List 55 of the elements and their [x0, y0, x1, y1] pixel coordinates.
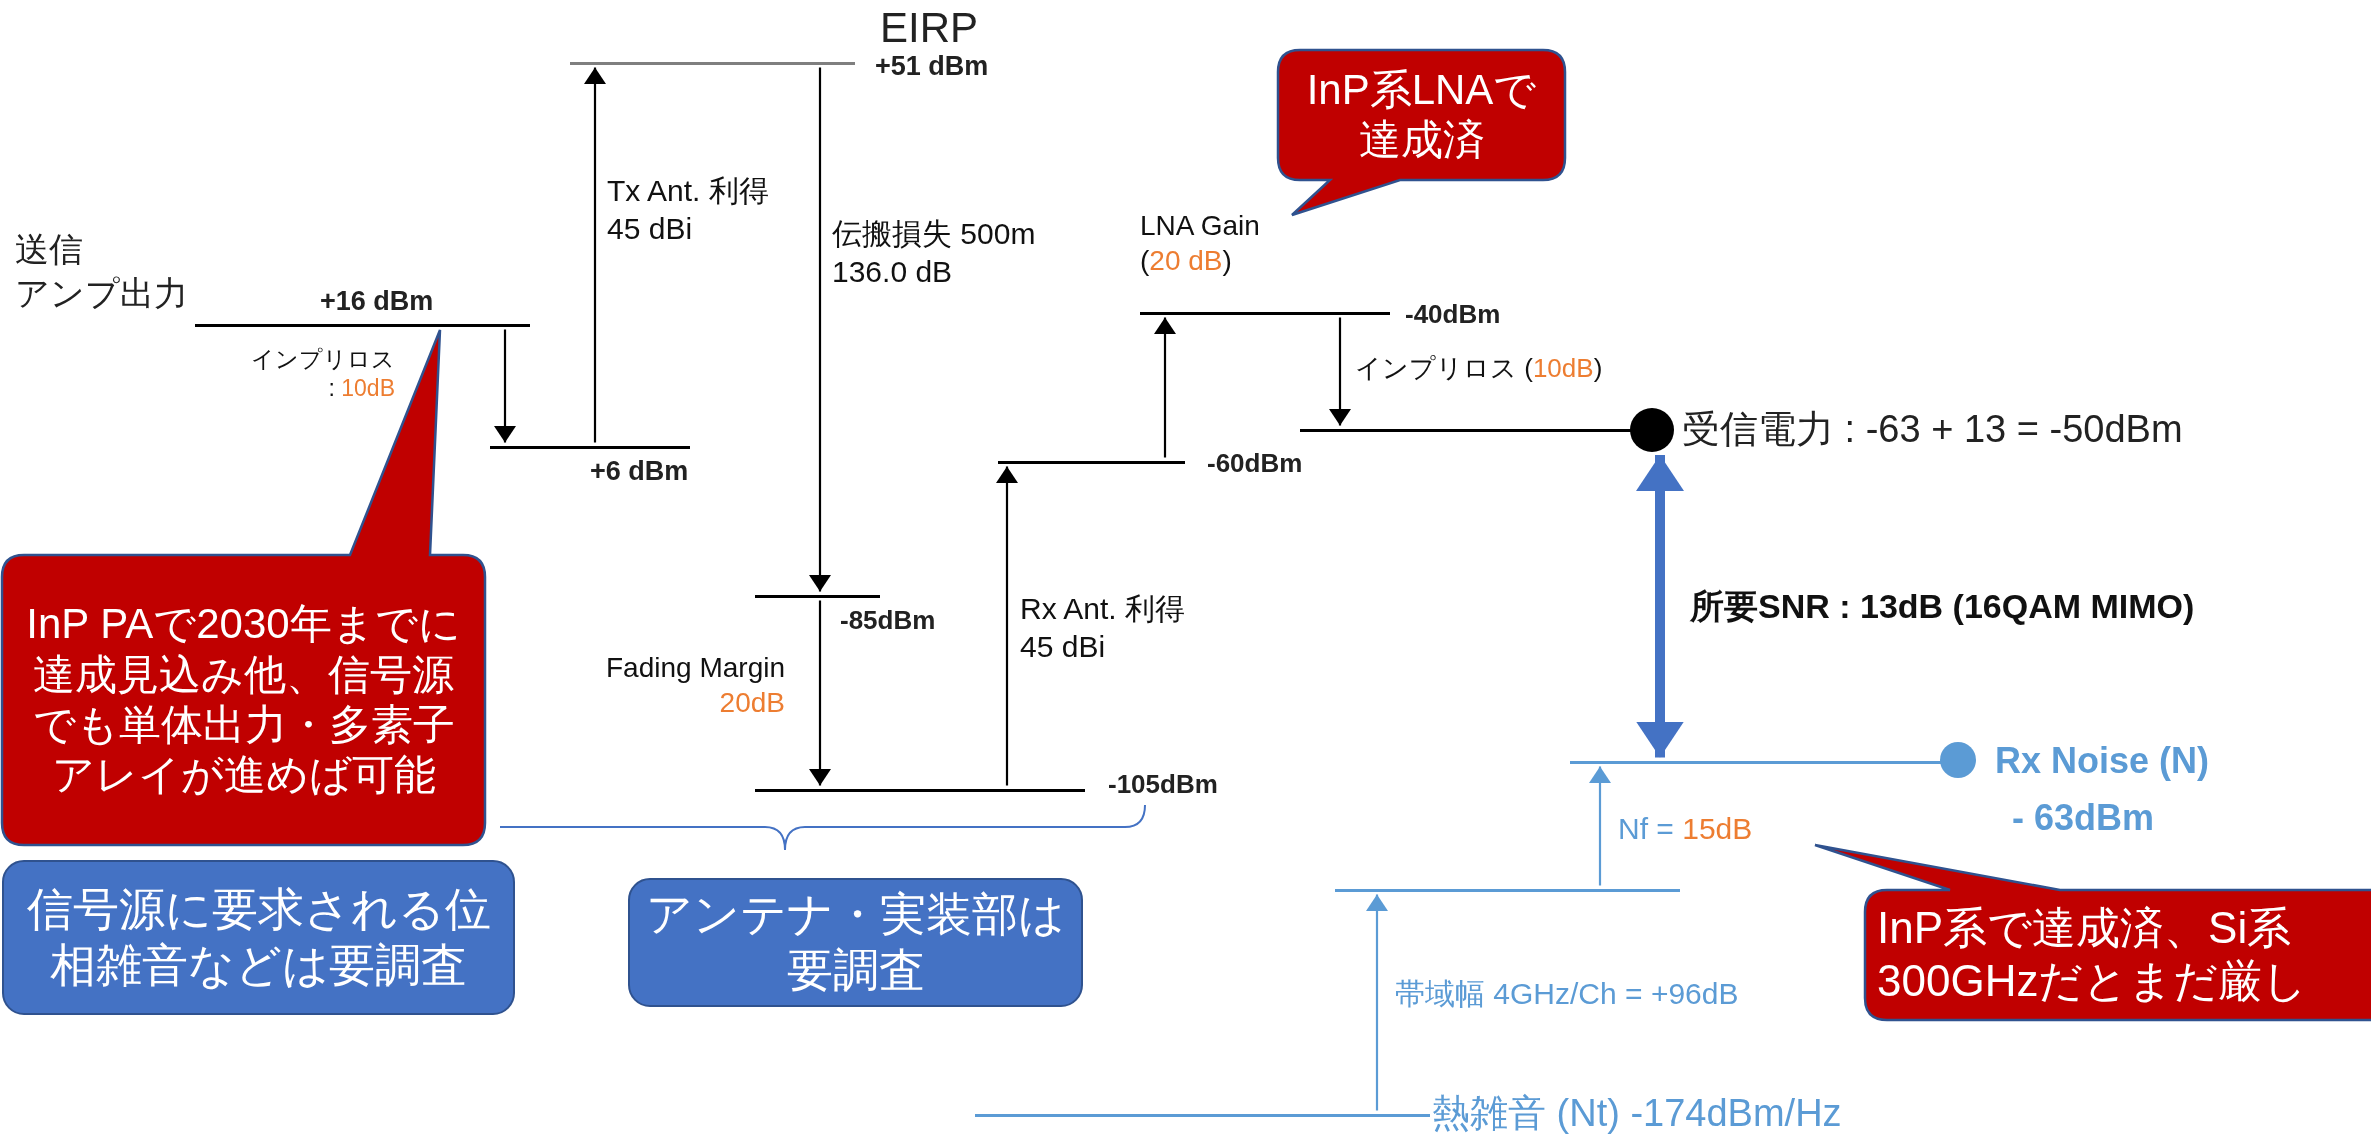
callout-bubble [1278, 50, 1565, 215]
stage-label: EIRP [880, 3, 979, 53]
level-value: -85dBm [840, 604, 936, 637]
arrow [808, 67, 832, 592]
noise-label: - 63dBm [2012, 796, 2155, 840]
edge-label: LNA Gain (20 dB) [1140, 209, 1261, 278]
edge-label: インプリロス : 10dB [250, 345, 395, 403]
level-value: -40dBm [1405, 298, 1501, 331]
level-line [1140, 311, 1390, 315]
level-line [755, 788, 1085, 792]
level-line [1570, 760, 1942, 764]
arrow [583, 67, 607, 443]
dot-marker [1630, 408, 1674, 452]
level-line [975, 1113, 1430, 1117]
callout-bubble [2, 330, 485, 845]
note-box: 信号源に要求される位相雑音などは要調査 [2, 860, 515, 1015]
callout-text: InP系LNAで達成済 [1305, 64, 1538, 165]
level-value: +51 dBm [875, 50, 989, 83]
arrow [1588, 766, 1612, 886]
note-box: アンテナ・実装部は要調査 [628, 878, 1083, 1007]
stage-label: 送信 [15, 229, 83, 270]
arrow [493, 329, 517, 443]
level-value: -60dBm [1207, 447, 1303, 480]
arrow [995, 466, 1019, 786]
level-line [755, 594, 880, 598]
level-line [570, 61, 855, 65]
edge-label: 所要SNR : 13dB (16QAM MIMO) [1690, 586, 2195, 627]
edge-label: Nf = 15dB [1618, 811, 1753, 847]
level-value: -105dBm [1108, 768, 1218, 801]
level-line [1335, 888, 1680, 892]
edge-label: Rx Ant. 利得 45 dBi [1020, 591, 1187, 665]
callout-text: InP系で達成済、Si系300GHzだとまだ厳し [1877, 902, 2309, 1007]
dot-marker [1940, 742, 1976, 778]
arrow [1153, 317, 1177, 458]
power-label: 受信電力 : -63 + 13 = -50dBm [1682, 407, 2183, 452]
edge-label: Tx Ant. 利得 45 dBi [607, 173, 770, 247]
edge-label: 帯域幅 4GHz/Ch = +96dB [1395, 976, 1739, 1012]
level-line [998, 460, 1185, 464]
arrow [1328, 317, 1352, 426]
noise-label: 熱雑音 (Nt) -174dBm/Hz [1432, 1091, 1842, 1135]
stage-label: アンプ出力 [15, 273, 188, 314]
arrow [808, 600, 832, 786]
level-line [490, 445, 690, 449]
arrow [1365, 894, 1389, 1111]
noise-label: Rx Noise (N) [1995, 739, 2210, 783]
arrow [1636, 455, 1684, 758]
callout-text: InP PAで2030年までに達成見込み他、信号源でも単体出力・多素子アレイが進めば可能 [25, 599, 462, 801]
level-value: +16 dBm [320, 285, 434, 318]
callout-bubble [1815, 845, 2371, 1020]
level-value: +6 dBm [590, 455, 689, 488]
level-line [1300, 428, 1632, 432]
edge-label: インプリロス (10dB) [1355, 352, 1603, 385]
edge-label: Fading Margin 20dB [605, 651, 785, 720]
edge-label: 伝搬損失 500m 136.0 dB [832, 216, 1037, 290]
level-line [195, 323, 530, 327]
